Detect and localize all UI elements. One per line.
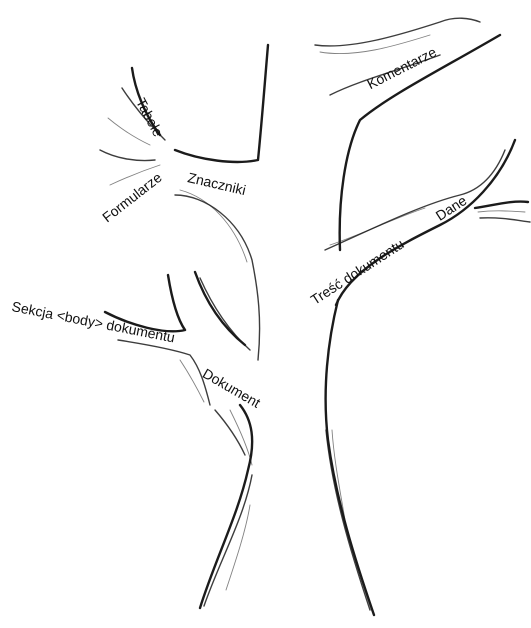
branch-komentarze	[315, 18, 500, 250]
branch-znaczniki	[175, 45, 268, 360]
trunk-right-edge	[326, 300, 374, 615]
branch-dane	[475, 202, 530, 222]
trunk-left-edge	[200, 405, 252, 608]
